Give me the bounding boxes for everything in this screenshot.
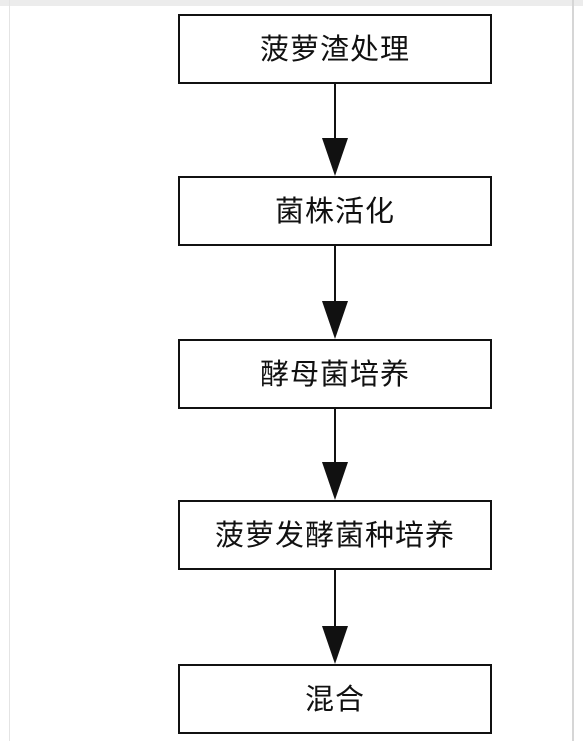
arrow-2-to-3 bbox=[322, 246, 348, 339]
top-border bbox=[0, 0, 583, 6]
step-box-mixing: 混合 bbox=[178, 664, 492, 734]
step-box-pineapple-residue-processing: 菠萝渣处理 bbox=[178, 14, 492, 84]
step-label: 混合 bbox=[304, 681, 365, 716]
step-label: 菌株活化 bbox=[274, 193, 395, 228]
arrow-3-to-4 bbox=[322, 409, 348, 500]
arrow-1-to-2 bbox=[322, 84, 348, 176]
step-box-pineapple-fermentation-strain-culture: 菠萝发酵菌种培养 bbox=[178, 500, 492, 570]
left-border bbox=[9, 0, 10, 741]
arrow-4-to-5 bbox=[322, 570, 348, 664]
right-border bbox=[572, 0, 574, 741]
step-label: 酵母菌培养 bbox=[259, 356, 410, 391]
step-box-yeast-culture: 酵母菌培养 bbox=[178, 339, 492, 409]
step-label: 菠萝发酵菌种培养 bbox=[214, 517, 455, 552]
step-box-strain-activation: 菌株活化 bbox=[178, 176, 492, 246]
step-label: 菠萝渣处理 bbox=[259, 31, 410, 66]
